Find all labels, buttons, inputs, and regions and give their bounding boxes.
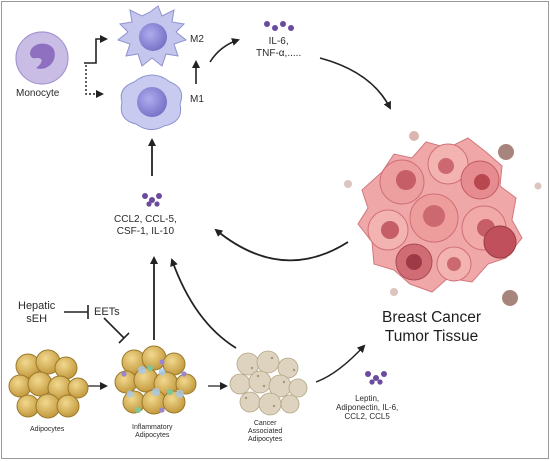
tumor-tissue [344, 131, 542, 306]
cancer-adipocyte-speckles [244, 356, 296, 408]
cytokine-dots-top [264, 21, 294, 31]
inflammatory-line-1: Inflammatory [132, 424, 173, 431]
arrow-cancer-adipocytes-tumor [315, 344, 366, 383]
monocyte-label: Monocyte [16, 88, 60, 99]
eets-label: EETs [94, 306, 120, 318]
hepatic-line-2: sEH [26, 312, 48, 325]
m2-macrophage [116, 5, 188, 67]
arrow-cytokines-tumor [319, 57, 391, 110]
hepatic-seh-label: Hepatic sEH [18, 300, 55, 325]
tumor-tissue-title: Breast Cancer Tumor Tissue [382, 308, 481, 347]
chemokines-line-1: CCL2, CCL-5, [114, 214, 177, 225]
arrow-tumor-chemokines [214, 228, 349, 262]
arrow-monocyte-m2 [84, 35, 108, 64]
inhibition-lines [64, 305, 130, 344]
hepatic-line-1: Hepatic [18, 300, 56, 312]
cytokines-m1-label: IL-6, TNF-α,..... [256, 36, 301, 59]
cancer-line-1: Cancer [253, 420, 277, 427]
cytokines-line-1: IL-6, [268, 36, 289, 47]
m2-label: M2 [190, 34, 204, 45]
cancer-associated-adipocytes-cluster [229, 350, 308, 416]
cytokine-dots-bottom [365, 371, 387, 385]
adipokines-label: Leptin, Adiponectin, IL-6, CCL2, CCL5 [336, 394, 398, 422]
cytokines-line-2: TNF-α,..... [256, 47, 302, 59]
monocyte-cell [15, 31, 69, 85]
adipokines-line-3: CCL2, CCL5 [344, 412, 390, 422]
cancer-associated-adipocytes-label: Cancer Associated Adipocytes [248, 420, 282, 444]
tumor-title-line-1: Breast Cancer [382, 309, 482, 326]
arrow-monocyte-m1 [85, 65, 104, 98]
chemokines-line-2: CSF-1, IL-10 [116, 225, 175, 237]
adipokines-line-2: Adiponectin, IL-6, [336, 403, 399, 413]
inflammatory-line-2: Adipocytes [135, 432, 170, 440]
arrow-m2-cytokines [209, 38, 240, 63]
m1-macrophage [120, 74, 183, 130]
chemokines-label: CCL2, CCL-5, CSF-1, IL-10 [114, 214, 177, 237]
m1-label: M1 [190, 94, 204, 105]
arrow-cancer-adipocytes-chemokines [170, 258, 237, 349]
adipocytes-cluster [8, 349, 89, 419]
adipokines-line-1: Leptin, [355, 394, 380, 403]
inflammatory-adipocytes-label: Inflammatory Adipocytes [132, 424, 172, 440]
adipocytes-label: Adipocytes [30, 426, 65, 433]
cancer-line-2: Associated [248, 428, 283, 436]
cytokine-dots-middle [142, 193, 162, 207]
inflammatory-adipocytes-cluster [114, 345, 197, 415]
cancer-line-3: Adipocytes [248, 436, 283, 444]
tumor-title-line-2: Tumor Tissue [384, 328, 479, 346]
